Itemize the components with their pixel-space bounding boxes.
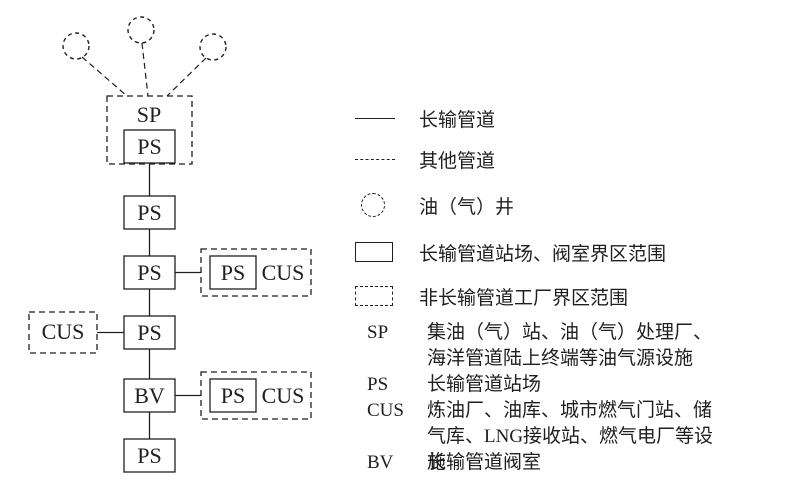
abbr-description: 炼油厂、油库、城市燃气门站、储气库、LNG接收站、燃气电厂等设施 [427,400,714,473]
well-icon [62,32,90,60]
legend-item-well: 油（气）井 [355,191,514,219]
legend-label: 油（气）井 [419,196,515,218]
other-pipeline-line [166,57,207,97]
other-pipeline-line [81,56,128,97]
well-icon [355,193,407,217]
ps-cus-facility-2: PS CUS [200,371,312,420]
ps-label: PS [137,443,161,468]
well-icon [127,16,155,44]
ps-station-box [209,378,257,413]
ps-station-box [209,255,257,290]
ps-label: PS [221,383,245,408]
ps-label: PS [221,260,245,285]
abbr-code: BV [367,452,394,473]
ps-station-box [123,255,176,290]
legend-label: 长输管道 [419,109,496,131]
legend-item-station-boundary: 长输管道站场、阀室界区范围 [355,238,666,266]
ps-station-box [123,315,176,350]
cus-boundary-box [28,311,98,354]
dashed-rect-icon [355,286,407,306]
cus-boundary-box [200,371,312,420]
cus-label: CUS [262,260,305,285]
well-icon [199,33,227,61]
abbr-description: 集油（气）站、油（气）处理厂、海洋管道陆上终端等油气源设施 [427,322,713,369]
bv-label: BV [134,383,165,408]
abbr-code: CUS [367,400,404,421]
abbr-description: 长输管道阀室 [427,452,542,473]
abbr-row-ps: PS 长输管道站场 [355,372,727,398]
cus-label: CUS [42,319,85,344]
cus-boundary-box [200,248,312,297]
solid-rect-icon [355,242,407,262]
solid-line-icon [355,117,407,119]
well-icons [62,16,227,61]
ps-station-4: PS [123,315,176,350]
ps-station-box [123,438,176,473]
dashed-line-icon [355,158,407,160]
bv-valve-chamber: BV [123,378,176,413]
sp-label: SP [137,102,161,127]
ps-station-3: PS [123,255,176,290]
ps-label: PS [137,200,161,225]
legend-label: 长输管道站场、阀室界区范围 [419,243,667,265]
legend-item-solid-line: 长输管道 [355,104,495,132]
ps-label: PS [137,320,161,345]
ps-cus-facility-1: PS CUS [200,248,312,297]
legend: 长输管道 其他管道 油（气）井 长输管道站场、阀室界区范围 非长输管道工厂界区范… [355,0,783,504]
ps-station-2: PS [123,195,176,230]
legend-label: 非长输管道工厂界区范围 [419,287,629,309]
ps-label: PS [137,260,161,285]
ps-label: PS [137,134,161,159]
legend-label: 其他管道 [419,150,496,172]
cus-facility-left: CUS [28,311,98,354]
ps-station-5: PS [123,438,176,473]
other-pipeline-line [141,42,149,97]
legend-item-dashed-line: 其他管道 [355,145,495,173]
bv-box [123,378,176,413]
cus-label: CUS [262,383,305,408]
well-connector-lines [81,42,207,97]
abbr-code: SP [367,322,389,343]
ps-station-box [123,195,176,230]
abbr-row-bv: BV 长输管道阀室 [355,450,727,476]
sp-facility: SP PS [106,95,193,165]
legend-item-plant-boundary: 非长输管道工厂界区范围 [355,282,628,310]
abbr-row-cus: CUS 炼油厂、油库、城市燃气门站、储气库、LNG接收站、燃气电厂等设施 [355,398,727,476]
pipeline-diagram: SP PS PS PS PS CUS [28,16,312,473]
abbr-description: 长输管道站场 [427,374,542,395]
abbr-row-sp: SP 集油（气）站、油（气）处理厂、海洋管道陆上终端等油气源设施 [355,320,727,372]
abbr-code: PS [367,374,389,395]
